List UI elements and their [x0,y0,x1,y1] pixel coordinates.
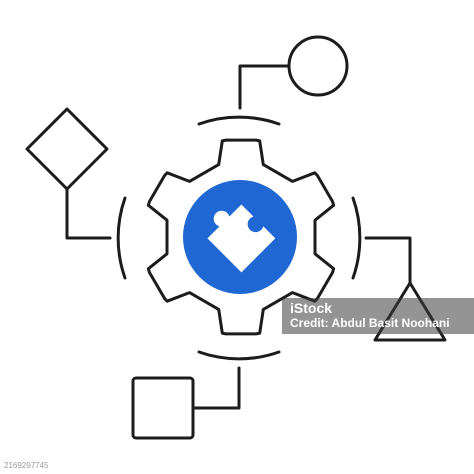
gear-icon [146,138,336,336]
connector-right [364,236,412,285]
connector-top [238,64,291,110]
circle-node [287,35,349,97]
arc-right [351,196,362,280]
connector-left [65,187,112,240]
diamond-node [25,107,109,191]
square-node [131,376,195,440]
arc-bottom [197,350,281,361]
watermark: iStock Credit: Abdul Basit Noohani [282,298,474,334]
arc-top [197,115,281,126]
watermark-logo: iStock [290,300,333,316]
image-id: 2169297745 [4,461,49,470]
arc-left [116,196,127,280]
connector-bottom [191,366,241,410]
watermark-credit: Credit: Abdul Basit Noohani [290,316,450,330]
